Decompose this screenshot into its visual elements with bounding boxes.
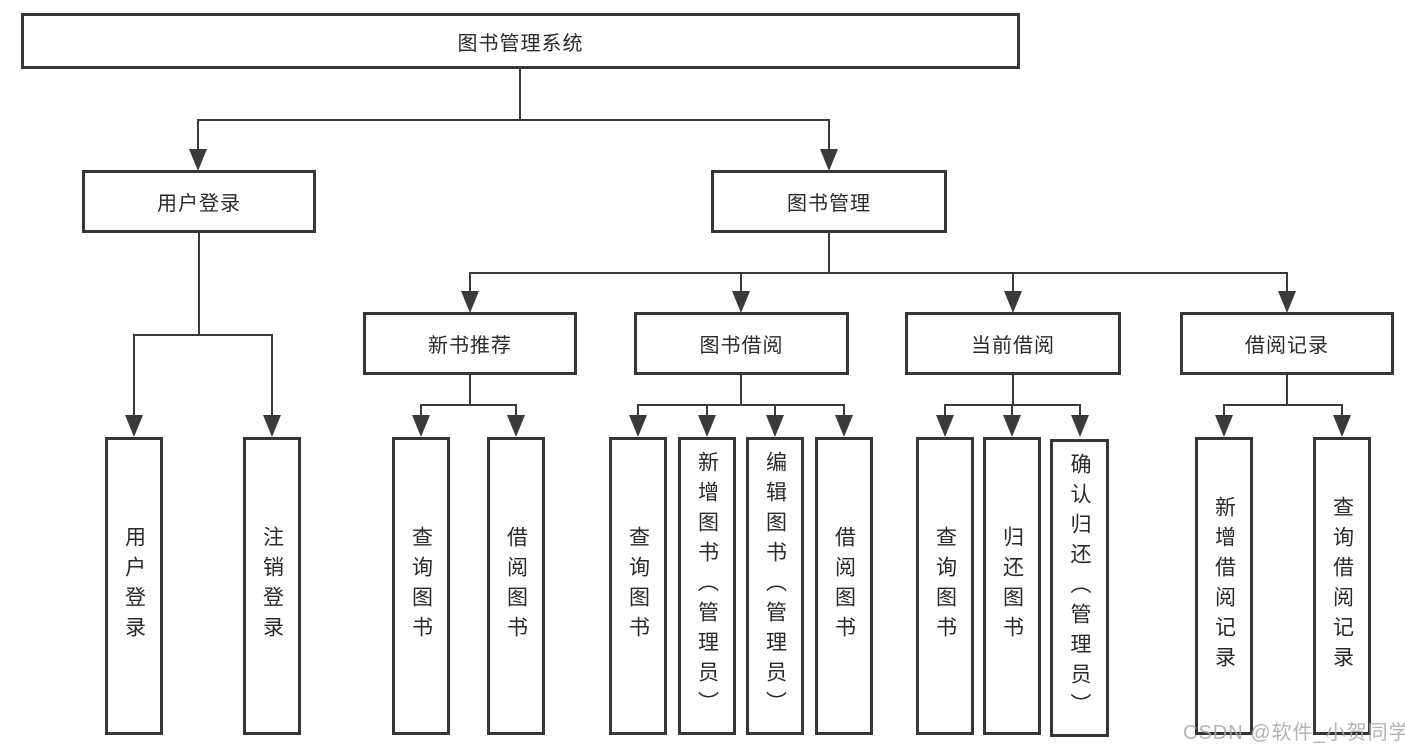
connector-drop-leaf (706, 404, 708, 417)
leaf-logout-label: 注销登录 (260, 526, 284, 646)
arrow-down-icon (263, 415, 281, 437)
arrow-down-icon (1333, 415, 1351, 437)
csdn-watermark: CSDN @软件_小贺同学 (1183, 722, 1405, 744)
leaf-edit-books-admin: 编辑图书（管理员） (746, 437, 804, 735)
arrow-down-icon (936, 415, 954, 437)
connector-book-borrow-stem (740, 375, 742, 406)
arrow-down-icon (189, 149, 207, 171)
node-current-borrow: 当前借阅 (905, 312, 1121, 375)
arrow-down-icon (125, 415, 143, 437)
node-root: 图书管理系统 (21, 13, 1020, 69)
connector-drop-user-login (197, 119, 199, 152)
connector-drop-leaf-logout (271, 334, 273, 417)
connector-drop-leaf (1079, 404, 1081, 417)
leaf-return-books-label: 归还图书 (1000, 526, 1024, 646)
connector-drop-leaf (420, 404, 422, 417)
arrow-down-icon (1071, 415, 1089, 437)
connector-drop-leaf (515, 404, 517, 417)
connector-drop-leaf (1223, 404, 1225, 417)
connector-book-management-rail (469, 272, 1288, 274)
leaf-add-books-admin: 新增图书（管理员） (678, 437, 736, 735)
arrow-down-icon (766, 415, 784, 437)
connector-drop-book-management (828, 119, 830, 152)
node-root-label: 图书管理系统 (457, 32, 584, 55)
leaf-query-borrow-record-label: 查询借阅记录 (1330, 496, 1354, 676)
leaf-add-borrow-record: 新增借阅记录 (1195, 437, 1253, 735)
leaf-recommend-query-books: 查询图书 (392, 437, 450, 735)
connector-user-login-stem (198, 233, 200, 336)
arrow-down-icon (698, 415, 716, 437)
connector-drop-leaf-user-login (133, 334, 135, 417)
connector-drop-leaf (637, 404, 639, 417)
connector-drop-borrow-records (1286, 272, 1288, 293)
connector-drop-leaf (843, 404, 845, 417)
connector-root-rail (198, 119, 830, 121)
leaf-user-login-label: 用户登录 (122, 526, 146, 646)
connector-root-stem (519, 69, 521, 120)
leaf-add-borrow-record-label: 新增借阅记录 (1212, 496, 1236, 676)
leaf-current-query-books-label: 查询图书 (933, 526, 957, 646)
leaf-logout: 注销登录 (243, 437, 301, 735)
arrow-down-icon (507, 415, 525, 437)
leaf-recommend-borrow-books: 借阅图书 (487, 437, 545, 735)
arrow-down-icon (1278, 291, 1296, 313)
leaf-borrow-books: 借阅图书 (815, 437, 873, 735)
node-book-borrow: 图书借阅 (634, 312, 849, 375)
leaf-recommend-borrow-books-label: 借阅图书 (504, 526, 528, 646)
connector-drop-current-borrow (1012, 272, 1014, 293)
node-book-management-label: 图书管理 (787, 193, 871, 215)
connector-drop-leaf (1011, 404, 1013, 417)
arrow-down-icon (629, 415, 647, 437)
leaf-borrow-query-books-label: 查询图书 (626, 526, 650, 646)
arrow-down-icon (835, 415, 853, 437)
leaf-current-query-books: 查询图书 (916, 437, 974, 735)
node-user-login-label: 用户登录 (157, 193, 241, 215)
arrow-down-icon (1003, 415, 1021, 437)
arrow-down-icon (1004, 291, 1022, 313)
leaf-confirm-return-admin: 确认归还（管理员） (1050, 439, 1109, 737)
arrow-down-icon (820, 149, 838, 171)
leaf-borrow-query-books: 查询图书 (609, 437, 667, 735)
node-user-login: 用户登录 (82, 170, 316, 233)
connector-book-borrow-rail (637, 404, 845, 406)
leaf-add-books-admin-label: 新增图书（管理员） (695, 451, 719, 721)
leaf-recommend-query-books-label: 查询图书 (409, 526, 433, 646)
arrow-down-icon (412, 415, 430, 437)
node-book-borrow-label: 图书借阅 (699, 335, 784, 357)
connector-drop-leaf (944, 404, 946, 417)
node-borrow-records: 借阅记录 (1180, 312, 1394, 375)
connector-drop-new-book-recommend (469, 272, 471, 293)
connector-borrow-records-stem (1286, 375, 1288, 406)
leaf-edit-books-admin-label: 编辑图书（管理员） (763, 451, 787, 721)
leaf-user-login: 用户登录 (105, 437, 163, 735)
arrow-down-icon (1215, 415, 1233, 437)
connector-drop-leaf (774, 404, 776, 417)
node-book-management: 图书管理 (711, 170, 947, 233)
connector-current-borrow-stem (1012, 375, 1014, 406)
leaf-query-borrow-record: 查询借阅记录 (1313, 437, 1371, 735)
arrow-down-icon (732, 291, 750, 313)
node-current-borrow-label: 当前借阅 (971, 335, 1055, 357)
connector-new-book-stem (469, 375, 471, 406)
connector-drop-leaf (1341, 404, 1343, 417)
leaf-confirm-return-admin-label: 确认归还（管理员） (1068, 453, 1091, 723)
connector-user-login-rail (133, 334, 273, 336)
connector-drop-book-borrow (740, 272, 742, 293)
connector-borrow-records-rail (1223, 404, 1343, 406)
connector-book-management-stem (828, 233, 830, 274)
arrow-down-icon (461, 291, 479, 313)
node-new-book-recommend-label: 新书推荐 (428, 335, 512, 357)
leaf-return-books: 归还图书 (983, 437, 1041, 735)
connector-new-book-rail (420, 404, 517, 406)
leaf-borrow-books-label: 借阅图书 (832, 526, 856, 646)
node-new-book-recommend: 新书推荐 (363, 312, 577, 375)
node-borrow-records-label: 借阅记录 (1245, 335, 1329, 357)
